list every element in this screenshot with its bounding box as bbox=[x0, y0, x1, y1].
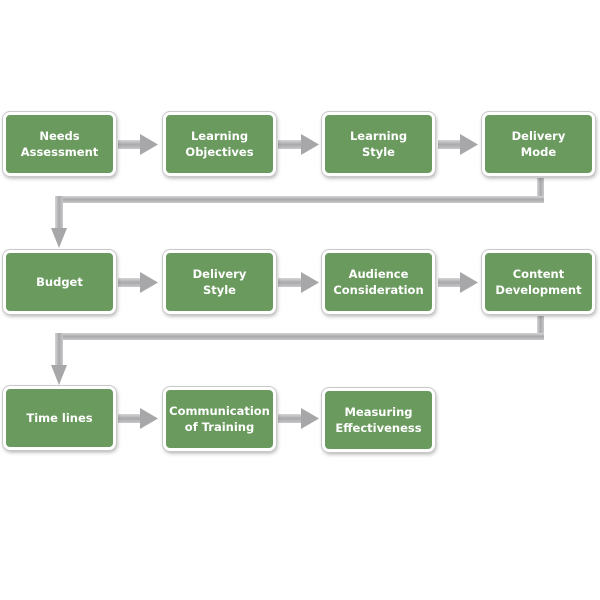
step-learning-objectives: Learning Objectives bbox=[163, 112, 276, 176]
step-label: Delivery Mode bbox=[511, 129, 566, 159]
step-delivery-mode: Delivery Mode bbox=[482, 112, 595, 176]
step-label: Needs Assessment bbox=[20, 129, 99, 159]
step-label: Delivery Style bbox=[192, 267, 247, 297]
step-delivery-style: Delivery Style bbox=[163, 250, 276, 314]
arrow-objectives-to-style bbox=[278, 134, 319, 155]
arrow-communication-to-measuring bbox=[278, 408, 319, 429]
step-label: Audience Consideration bbox=[333, 267, 424, 297]
step-time-lines: Time lines bbox=[3, 386, 116, 450]
step-measuring-effectiveness: Measuring Effectiveness bbox=[322, 388, 435, 452]
step-content-development: Content Development bbox=[482, 250, 595, 314]
arrow-needs-to-objectives bbox=[118, 134, 158, 155]
arrow-style-to-mode bbox=[438, 134, 478, 155]
step-label: Learning Objectives bbox=[185, 129, 254, 159]
step-label: Measuring Effectiveness bbox=[335, 405, 422, 435]
step-label: Communication of Training bbox=[169, 404, 270, 434]
step-needs-assessment: Needs Assessment bbox=[3, 112, 116, 176]
connector-content-to-timelines bbox=[51, 316, 544, 385]
arrow-budget-to-delivery-style bbox=[118, 272, 158, 293]
arrow-audience-to-content bbox=[438, 272, 478, 293]
step-learning-style: Learning Style bbox=[322, 112, 435, 176]
step-label: Learning Style bbox=[349, 129, 408, 159]
step-label: Content Development bbox=[495, 267, 582, 297]
step-label: Budget bbox=[36, 275, 83, 289]
step-label: Time lines bbox=[26, 411, 93, 425]
arrow-timelines-to-communication bbox=[118, 408, 158, 429]
step-budget: Budget bbox=[3, 250, 116, 314]
step-audience-consideration: Audience Consideration bbox=[322, 250, 435, 314]
step-communication-of-training: Communication of Training bbox=[163, 387, 276, 451]
arrow-delivery-style-to-audience bbox=[278, 272, 319, 293]
connector-mode-to-budget bbox=[51, 178, 544, 248]
